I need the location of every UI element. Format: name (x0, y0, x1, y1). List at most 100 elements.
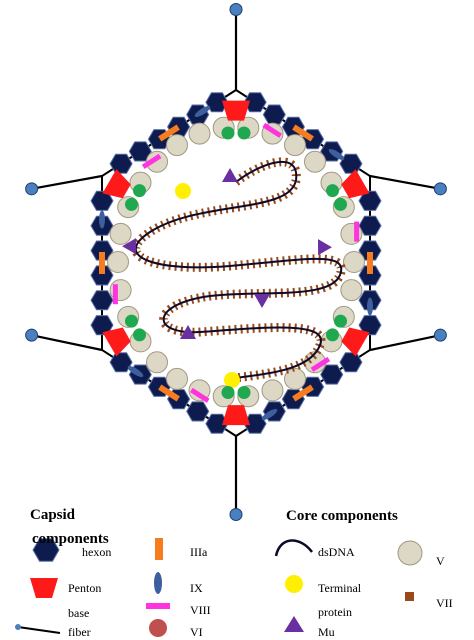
protein-v (284, 134, 306, 157)
viii-protein (190, 387, 210, 403)
iiia-protein (292, 384, 314, 402)
iiia-protein (158, 384, 180, 402)
protein-v (109, 222, 132, 245)
penton (222, 100, 250, 121)
penton-base (221, 386, 235, 399)
penton (341, 169, 370, 199)
viii-protein (112, 284, 118, 305)
iiia-protein (292, 124, 314, 142)
penton (222, 405, 250, 426)
fiber-knob (229, 508, 243, 522)
hexon (358, 215, 382, 236)
penton-base (326, 184, 339, 198)
viii-protein (354, 221, 360, 242)
protein-v (146, 351, 168, 374)
hexon (90, 290, 114, 311)
legend-viii-label: VIII (190, 603, 211, 617)
protein-v (166, 367, 188, 390)
viii-protein (262, 122, 282, 138)
iiia-protein (99, 252, 105, 274)
protein-v (261, 379, 284, 402)
capsid-heading: Capsid (30, 507, 76, 523)
protein-v (188, 122, 211, 145)
fiber-knob (229, 2, 243, 16)
ix-protein (99, 210, 105, 229)
penton (102, 169, 131, 199)
penton-base (334, 197, 347, 211)
hexon (90, 265, 114, 286)
penton (341, 327, 370, 357)
hexon-layer (90, 92, 382, 434)
legend-terminal-symbol (285, 575, 303, 593)
legend-v-label: V (436, 554, 445, 568)
penton-layer (102, 100, 370, 426)
legend-iiia-label: IIIa (190, 545, 208, 559)
penton-base (125, 314, 138, 328)
fiber-layer (25, 2, 447, 522)
capsid-shell (101, 88, 371, 438)
iiia-protein (158, 124, 180, 142)
fiber-shaft (369, 334, 441, 352)
hexon (109, 153, 133, 174)
legend-terminal-label: Terminal (318, 581, 362, 595)
legend-base-label: base (68, 606, 90, 620)
hexon (262, 104, 286, 125)
hexon (205, 92, 229, 113)
mu-protein (222, 168, 238, 182)
fiber-knob (25, 328, 39, 342)
fiber-knob (25, 182, 39, 196)
legend-hexon-symbol (32, 538, 60, 562)
capsid-outline (101, 88, 371, 438)
protein-v (166, 134, 188, 157)
legend-viii-symbol (146, 603, 170, 609)
ix-protein (367, 297, 373, 316)
fiber-shaft (369, 174, 441, 190)
hexon (109, 352, 133, 373)
legend-iiia-symbol (155, 538, 163, 560)
hexon (320, 364, 344, 385)
protein-v (146, 150, 168, 173)
legend-vii-label: VII (436, 596, 453, 610)
hexon (358, 190, 382, 211)
ix-protein (328, 149, 345, 160)
legend-mu-symbol (284, 616, 304, 632)
penton-base (237, 126, 251, 140)
hexon (358, 240, 382, 261)
legend-dsdna-symbol (274, 539, 313, 557)
mu-protein (122, 238, 136, 255)
legend-vi-label: VI (190, 625, 203, 639)
hexon (358, 315, 382, 336)
hexon (128, 141, 152, 162)
penton-base (125, 197, 138, 211)
viii-protein (141, 153, 162, 169)
legend-ix-label: IX (190, 581, 203, 595)
protein-v (304, 150, 326, 173)
hexon (205, 413, 229, 434)
fiber-shaft (31, 334, 103, 352)
protein-v (343, 251, 365, 273)
penton (102, 327, 131, 357)
legend-v-symbol (397, 540, 423, 566)
penton-base (326, 328, 339, 342)
terminal-protein (175, 183, 191, 199)
protein-v (284, 367, 306, 390)
legend-symbols (15, 538, 423, 637)
legend-ix-symbol (154, 572, 162, 594)
penton-base (133, 328, 146, 342)
minor-protein-layer (99, 106, 373, 420)
iiia-protein (367, 252, 373, 274)
hexon (186, 401, 210, 422)
core-heading: Core components (286, 508, 398, 524)
legend-protein-label: protein (318, 605, 352, 619)
ix-protein (261, 409, 278, 420)
viii-protein (310, 356, 331, 372)
dsdna-strand (134, 160, 343, 379)
penton-base (221, 126, 235, 140)
legend-hexon-label: hexon (82, 545, 112, 559)
fiber-knob (433, 328, 447, 342)
legend-penton-label: Penton (68, 581, 102, 595)
fiber-knob (433, 182, 447, 196)
protein-v (340, 279, 363, 302)
legend-dsdna-label: dsDNA (318, 545, 355, 559)
